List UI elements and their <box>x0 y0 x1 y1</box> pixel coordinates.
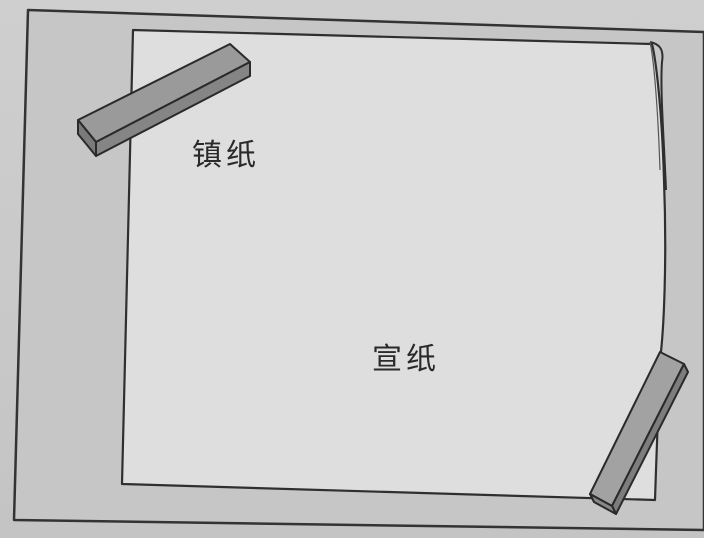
paperweight-bottom-right <box>589 351 689 515</box>
label-paperweight: 镇纸 <box>192 138 260 173</box>
paper-curl-inner <box>649 41 661 171</box>
paperweight-top-left <box>77 43 251 157</box>
label-rice-paper: 宣纸 <box>372 342 440 377</box>
paper-curl <box>649 41 667 191</box>
